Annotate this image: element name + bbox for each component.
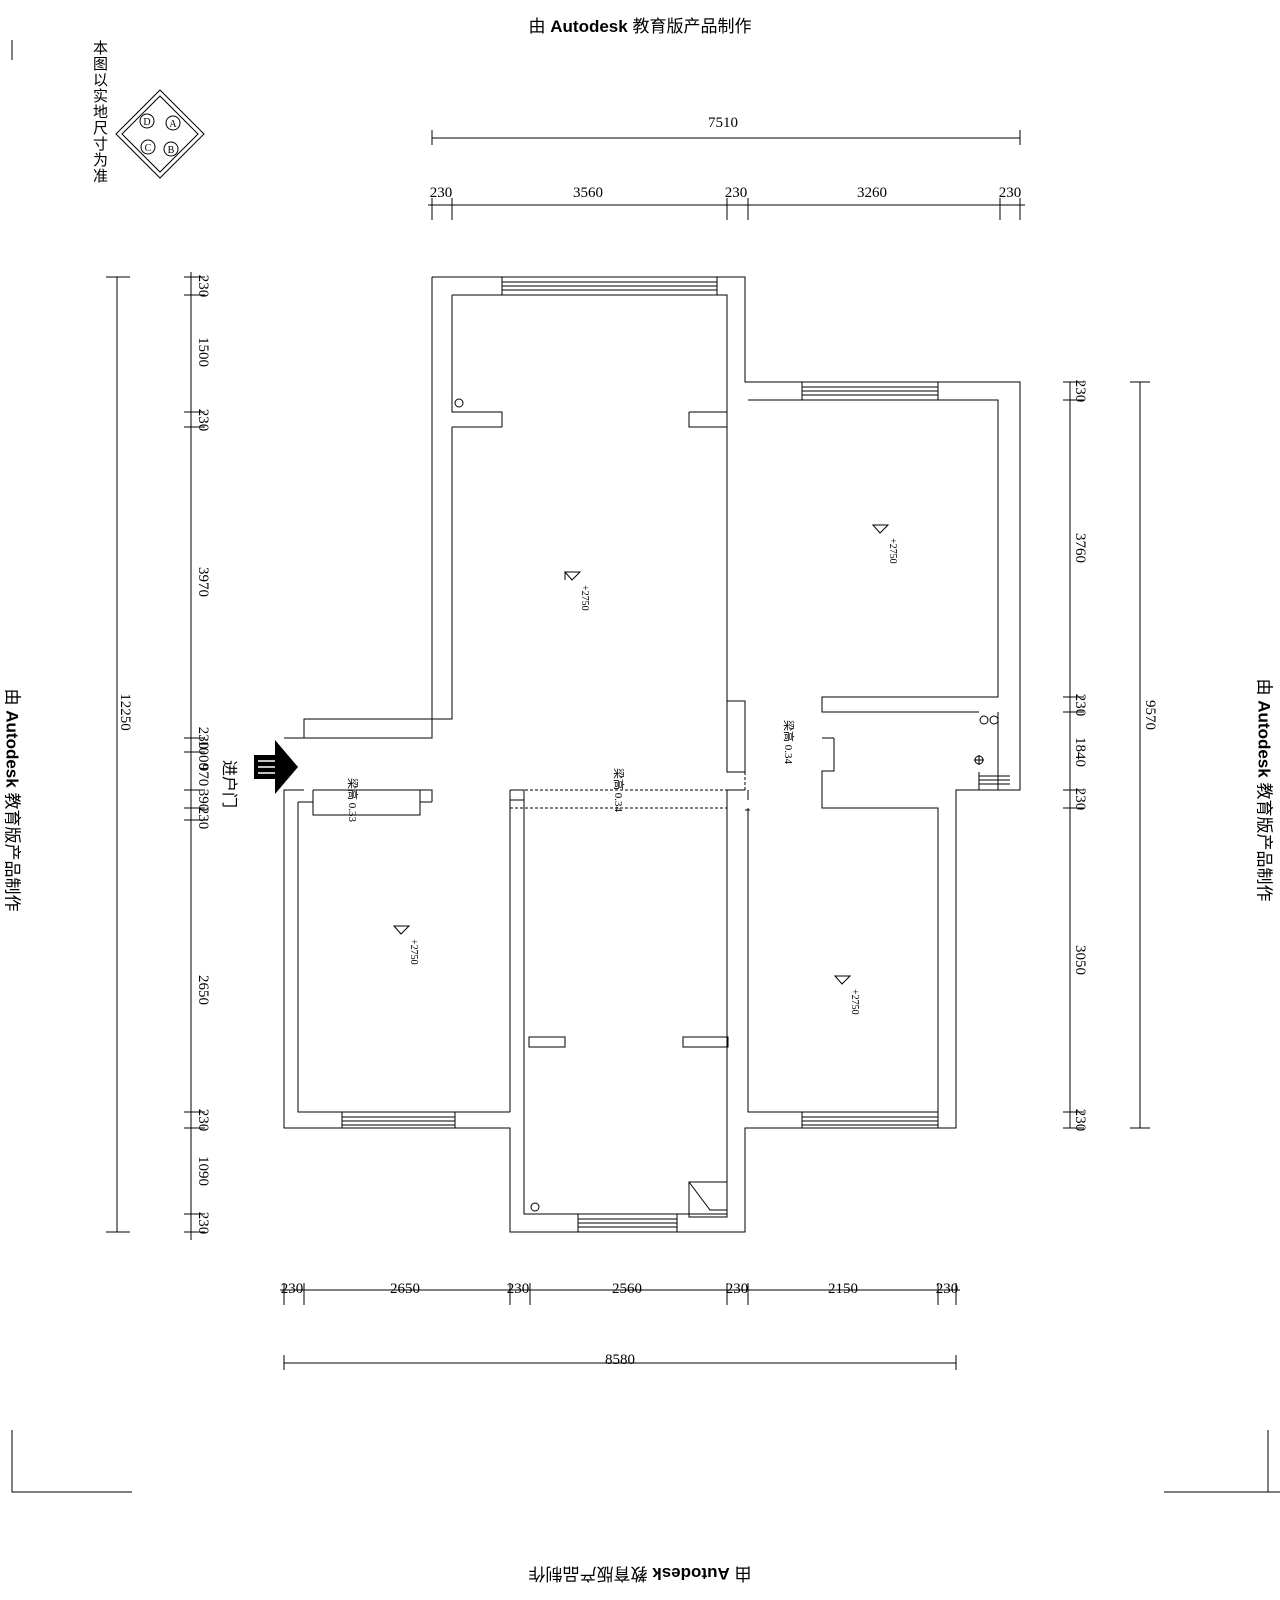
elevation-living: +2750 — [579, 585, 590, 611]
compass-b: B — [168, 145, 175, 156]
elevation-bedroom-sw: +2750 — [408, 939, 419, 965]
dim-left-4: 230 — [195, 727, 211, 750]
dim-left-9: 2650 — [195, 975, 211, 1005]
dim-bottom-5: 2150 — [828, 1281, 858, 1297]
dim-bottom-6: 230 — [936, 1281, 959, 1297]
beam-label-left: 梁高 0.33 — [346, 778, 360, 822]
dim-top-1: 3560 — [573, 185, 603, 201]
beam-label-right: 梁高 0.34 — [782, 720, 796, 764]
dim-left-6: 970 — [195, 764, 211, 787]
dim-right-total: 9570 — [1142, 700, 1158, 730]
entrance-label: 进户门 — [220, 760, 238, 808]
dim-left-5: 1000 — [195, 740, 211, 770]
dim-right-4: 230 — [1072, 788, 1088, 811]
dim-top-0: 230 — [430, 185, 453, 201]
dim-left-11: 1090 — [195, 1156, 211, 1186]
dim-top-4: 230 — [999, 185, 1022, 201]
dim-bottom-3: 2560 — [612, 1281, 642, 1297]
elevation-bedroom-se: +2750 — [849, 989, 860, 1015]
dim-left-0: 230 — [195, 275, 211, 298]
dim-left-1: 1500 — [195, 337, 211, 367]
dim-right-2: 230 — [1072, 694, 1088, 717]
watermark-prefix: 由 — [528, 17, 551, 36]
compass-c: C — [145, 143, 152, 154]
dim-right-5: 3050 — [1072, 945, 1088, 975]
compass-a: A — [169, 119, 177, 130]
watermark-brand: Autodesk — [550, 17, 628, 36]
compass-d: D — [143, 117, 150, 128]
dim-bottom-0: 230 — [281, 1281, 304, 1297]
dim-top-3: 3260 — [857, 185, 887, 201]
dim-bottom-2: 230 — [507, 1281, 530, 1297]
dim-left-2: 230 — [195, 409, 211, 432]
dim-top-total: 7510 — [708, 115, 738, 131]
dim-right-6: 230 — [1072, 1109, 1088, 1132]
dimension-note: 本图以实地尺寸为准 — [91, 40, 107, 184]
watermark-top: 由 Autodesk 教育版产品制作 — [529, 12, 752, 37]
dim-bottom-4: 230 — [726, 1281, 749, 1297]
dim-top-2: 230 — [725, 185, 748, 201]
dim-right-1: 3760 — [1072, 533, 1088, 563]
dim-left-total: 12250 — [117, 693, 133, 731]
dim-bottom-1: 2650 — [390, 1281, 420, 1297]
dim-left-12: 230 — [195, 1212, 211, 1235]
dim-right-3: 1840 — [1072, 737, 1088, 767]
elevation-bedroom-ne: +2750 — [887, 538, 898, 564]
watermark-suffix: 教育版产品制作 — [627, 17, 752, 36]
dim-left-8: 230 — [195, 807, 211, 830]
dim-right-0: 230 — [1072, 380, 1088, 403]
dim-left-3: 3970 — [195, 567, 211, 597]
entrance-arrow-icon — [254, 740, 298, 794]
beam-label-center: 梁高 0.34 — [612, 768, 626, 812]
dim-left-7: 390 — [195, 789, 211, 812]
dim-left-10: 230 — [195, 1109, 211, 1132]
dim-bottom-total: 8580 — [605, 1352, 635, 1368]
